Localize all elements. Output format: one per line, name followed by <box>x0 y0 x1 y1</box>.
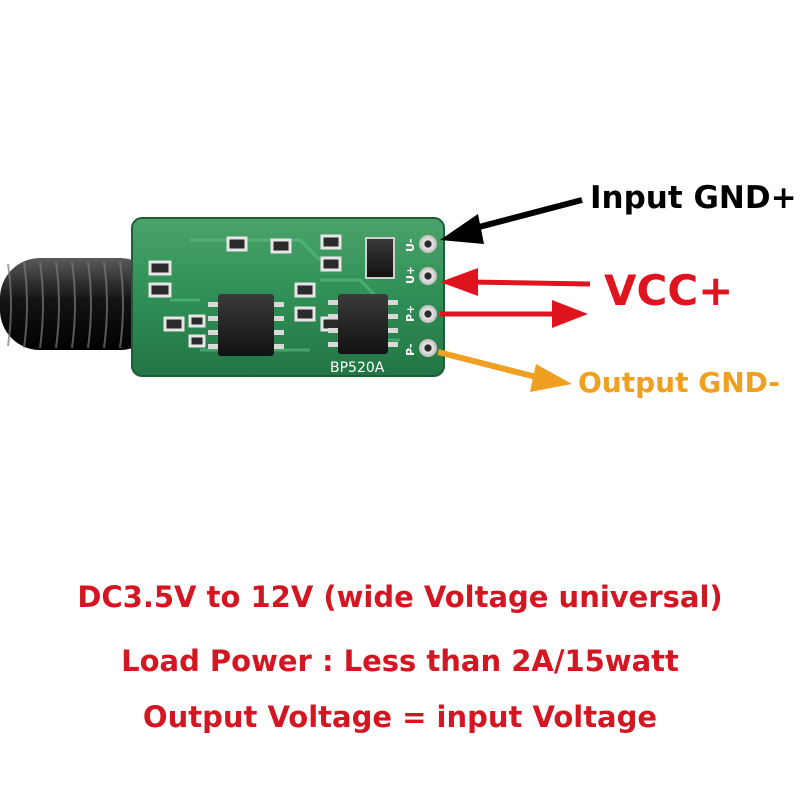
pad-label-p-minus: P- <box>404 344 417 356</box>
pcb-board: U- U+ P+ P- BP520A <box>131 217 445 377</box>
pad-label-p-plus: P+ <box>404 305 417 322</box>
output-gnd-label: Output GND- <box>578 366 781 399</box>
arrow-input-gnd <box>440 197 583 244</box>
spec-load-power: Load Power : Less than 2A/15watt <box>121 644 679 678</box>
arrow-vcc-out <box>440 300 588 328</box>
spec-voltage-range: DC3.5V to 12V (wide Voltage universal) <box>77 580 723 614</box>
arrow-output-gnd <box>437 349 572 392</box>
pad-label-u-plus: U+ <box>404 266 417 284</box>
spec-output-voltage: Output Voltage = input Voltage <box>142 700 658 734</box>
part-marking: BP520A <box>330 360 385 376</box>
arrow-vcc-in <box>440 268 591 296</box>
vcc-label: VCC+ <box>604 266 734 315</box>
solder-pads <box>419 235 437 357</box>
pad-label-u-minus: U- <box>404 239 417 253</box>
input-gnd-label: Input GND+ <box>590 180 797 216</box>
